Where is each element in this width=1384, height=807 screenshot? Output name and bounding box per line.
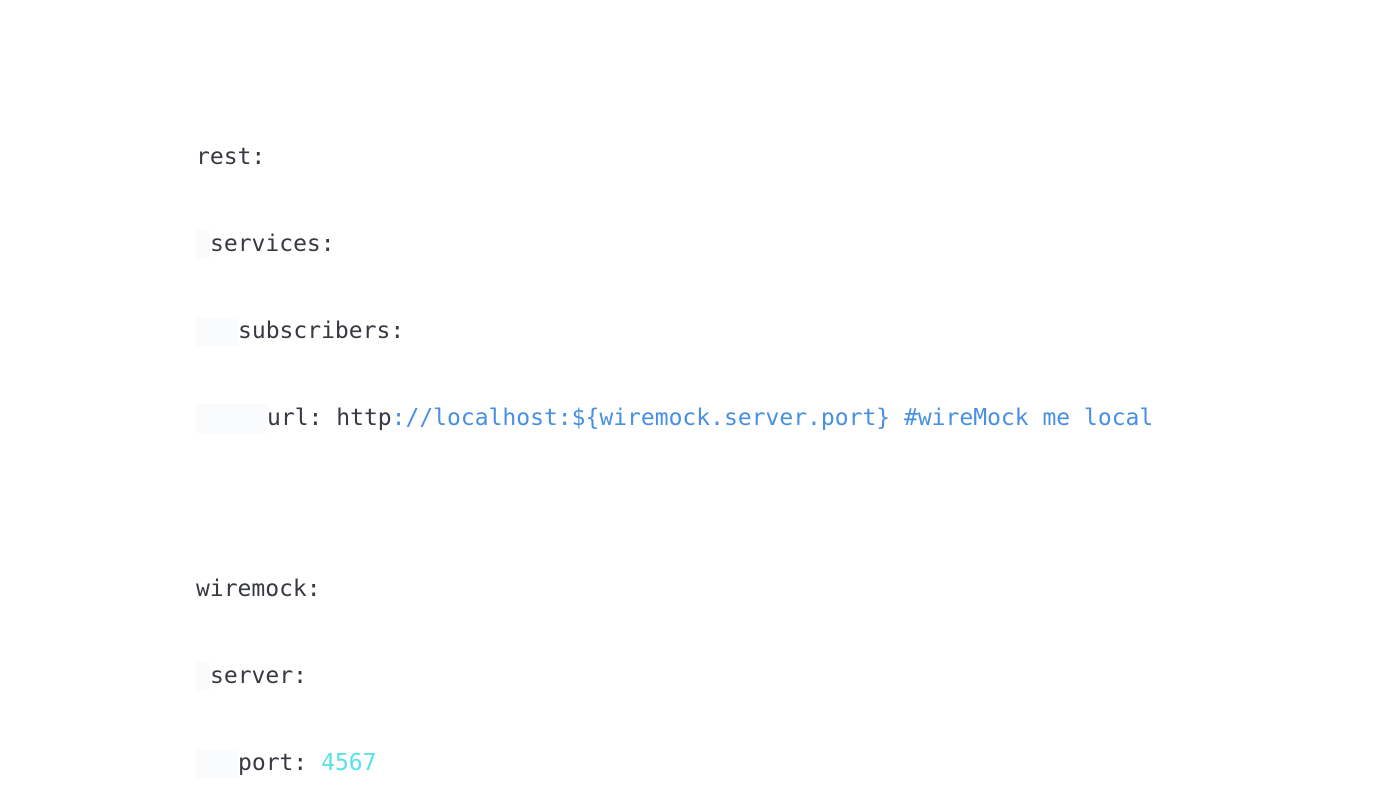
indent-guide (196, 230, 210, 259)
yaml-key-subscribers: subscribers: (238, 318, 405, 344)
indent-guide (196, 749, 238, 778)
indent-guide (196, 662, 210, 691)
yaml-value-url-scheme: http (336, 405, 392, 431)
yaml-value-url-rest: ://localhost:${wiremock.server.port} #wi… (391, 405, 1154, 431)
blank-line (196, 491, 1153, 517)
yaml-key-url: url: (267, 405, 323, 431)
code-line-wiremock: wiremock: (196, 575, 1153, 604)
yaml-key-port: port: (238, 750, 308, 776)
yaml-key-server: server: (210, 663, 307, 689)
yaml-key-wiremock: wiremock: (196, 576, 321, 602)
yaml-code-block: rest: services: subscribers: url: http:/… (196, 85, 1153, 807)
yaml-value-port: 4567 (321, 750, 377, 776)
code-line-subscribers: subscribers: (196, 317, 1153, 346)
code-line-port: port: 4567 (196, 749, 1153, 778)
yaml-key-rest: rest: (196, 144, 266, 170)
code-line-rest: rest: (196, 143, 1153, 172)
indent-guide (196, 404, 267, 433)
yaml-key-services: services: (210, 231, 335, 257)
code-line-server: server: (196, 662, 1153, 691)
code-line-services: services: (196, 230, 1153, 259)
indent-guide (196, 317, 238, 346)
code-line-url: url: http://localhost:${wiremock.server.… (196, 404, 1153, 433)
